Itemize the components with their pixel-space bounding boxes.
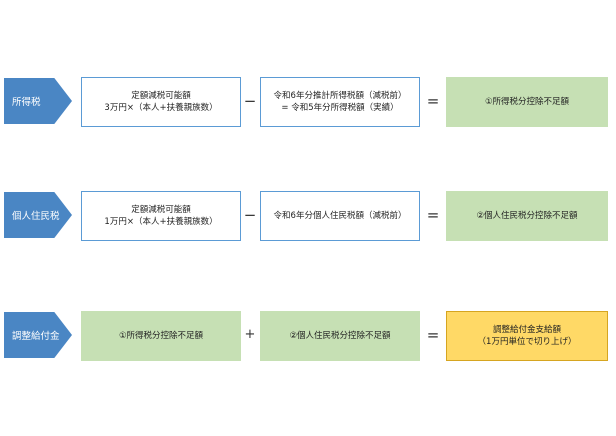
income-tax-estimate-line2: = 令和5年分所得税額（実績） [281,103,399,113]
income-tax-label: 所得税 [12,97,41,108]
resident-tax-deduction-line2: 1万円×（本人+扶養親族数） [104,217,218,227]
resident-tax-deduction-box: 定額減税可能額 1万円×（本人+扶養親族数） [81,191,241,241]
equals-operator: = [426,326,440,344]
resident-tax-shortfall-label: ②個人住民税分控除不足額 [476,211,578,221]
plus-operator: + [244,327,256,342]
income-tax-estimate-line1: 令和6年分推計所得税額（減税前） [273,91,407,101]
income-tax-shortfall-label: ①所得税分控除不足額 [484,97,570,107]
equals-operator: = [426,92,440,110]
income-tax-deduction-box: 定額減税可能額 3万円×（本人+扶養親族数） [81,77,241,127]
equals-operator: = [426,206,440,224]
resident-tax-label: 個人住民税 [12,211,60,222]
adjustment-benefit-row: 調整給付金 ①所得税分控除不足額 + ②個人住民税分控除不足額 = 調整給付金支… [0,311,616,361]
income-tax-row: 所得税 定額減税可能額 3万円×（本人+扶養親族数） − 令和6年分推計所得税額… [0,77,616,127]
income-tax-estimate-box: 令和6年分推計所得税額（減税前） = 令和5年分所得税額（実績） [260,77,420,127]
income-tax-shortfall-ref-box: ①所得税分控除不足額 [81,311,241,361]
income-tax-label-arrow: 所得税 [4,78,72,124]
income-tax-shortfall-ref-label: ①所得税分控除不足額 [118,331,204,341]
adjustment-benefit-amount-line1: 調整給付金支給額 [492,325,561,335]
income-tax-shortfall-box: ①所得税分控除不足額 [446,77,608,127]
income-tax-deduction-line1: 定額減税可能額 [131,91,191,101]
resident-tax-deduction-line1: 定額減税可能額 [131,205,191,215]
resident-tax-label-arrow: 個人住民税 [4,192,72,238]
minus-operator: − [243,206,257,224]
resident-tax-row: 個人住民税 定額減税可能額 1万円×（本人+扶養親族数） − 令和6年分個人住民… [0,191,616,241]
adjustment-benefit-label-arrow: 調整給付金 [4,312,72,358]
resident-tax-shortfall-ref-label: ②個人住民税分控除不足額 [289,331,391,341]
resident-tax-shortfall-ref-box: ②個人住民税分控除不足額 [260,311,420,361]
adjustment-benefit-amount-box: 調整給付金支給額 （1万円単位で切り上げ） [446,311,608,361]
resident-tax-amount-line1: 令和6年分個人住民税額（減税前） [273,211,407,221]
minus-operator: − [243,92,257,110]
resident-tax-shortfall-box: ②個人住民税分控除不足額 [446,191,608,241]
resident-tax-amount-box: 令和6年分個人住民税額（減税前） [260,191,420,241]
adjustment-benefit-label: 調整給付金 [12,331,60,342]
income-tax-deduction-line2: 3万円×（本人+扶養親族数） [104,103,218,113]
adjustment-benefit-amount-line2: （1万円単位で切り上げ） [477,337,577,347]
